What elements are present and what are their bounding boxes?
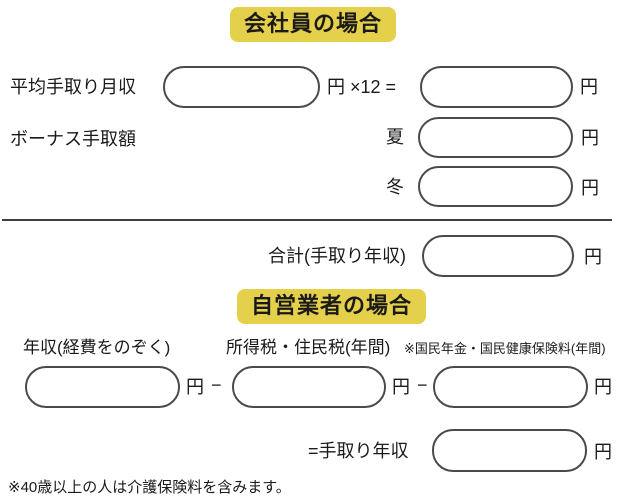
self-income-input[interactable] bbox=[25, 366, 180, 408]
summer-label: 夏 bbox=[386, 127, 404, 147]
self-income-unit: 円 bbox=[186, 377, 204, 397]
total-net-annual-input[interactable] bbox=[422, 235, 574, 277]
annual-income-input[interactable] bbox=[420, 66, 573, 108]
self-employed-section-title: 自営業者の場合 bbox=[237, 289, 427, 324]
employee-section-title: 会社員の場合 bbox=[230, 7, 397, 42]
self-tax-unit: 円 bbox=[392, 377, 410, 397]
net-annual-income-label: =手取り年収 bbox=[308, 441, 409, 461]
income-column-label: 年収(経費をのぞく) bbox=[23, 338, 171, 357]
net-annual-income-unit: 円 bbox=[594, 442, 612, 462]
minus-sign-2: − bbox=[417, 375, 428, 395]
footnote: ※40歳以上の人は介護保険料を含みます。 bbox=[8, 479, 291, 496]
insurance-column-label: ※国民年金・国民健康保険料(年間) bbox=[404, 341, 606, 356]
net-annual-income-input[interactable] bbox=[432, 429, 587, 472]
winter-bonus-input[interactable] bbox=[418, 166, 573, 207]
divider-line bbox=[2, 219, 612, 221]
self-tax-input[interactable] bbox=[232, 366, 386, 408]
tax-column-label: 所得税・住民税(年間) bbox=[226, 338, 391, 357]
bonus-label: ボーナス手取額 bbox=[10, 129, 136, 149]
self-insurance-input[interactable] bbox=[433, 366, 588, 408]
total-net-annual-unit: 円 bbox=[584, 247, 602, 267]
winter-bonus-unit: 円 bbox=[581, 178, 599, 198]
summer-bonus-input[interactable] bbox=[418, 117, 573, 158]
monthly-net-income-input[interactable] bbox=[163, 66, 320, 108]
minus-sign-1: − bbox=[211, 375, 222, 395]
total-net-annual-label: 合計(手取り年収) bbox=[268, 246, 406, 266]
times-twelve-equals-text: 円 ×12 = bbox=[327, 77, 397, 97]
self-insurance-unit: 円 bbox=[594, 377, 612, 397]
annual-income-unit: 円 bbox=[580, 77, 598, 97]
summer-bonus-unit: 円 bbox=[581, 128, 599, 148]
winter-label: 冬 bbox=[386, 177, 404, 197]
monthly-net-income-label: 平均手取り月収 bbox=[10, 77, 136, 97]
